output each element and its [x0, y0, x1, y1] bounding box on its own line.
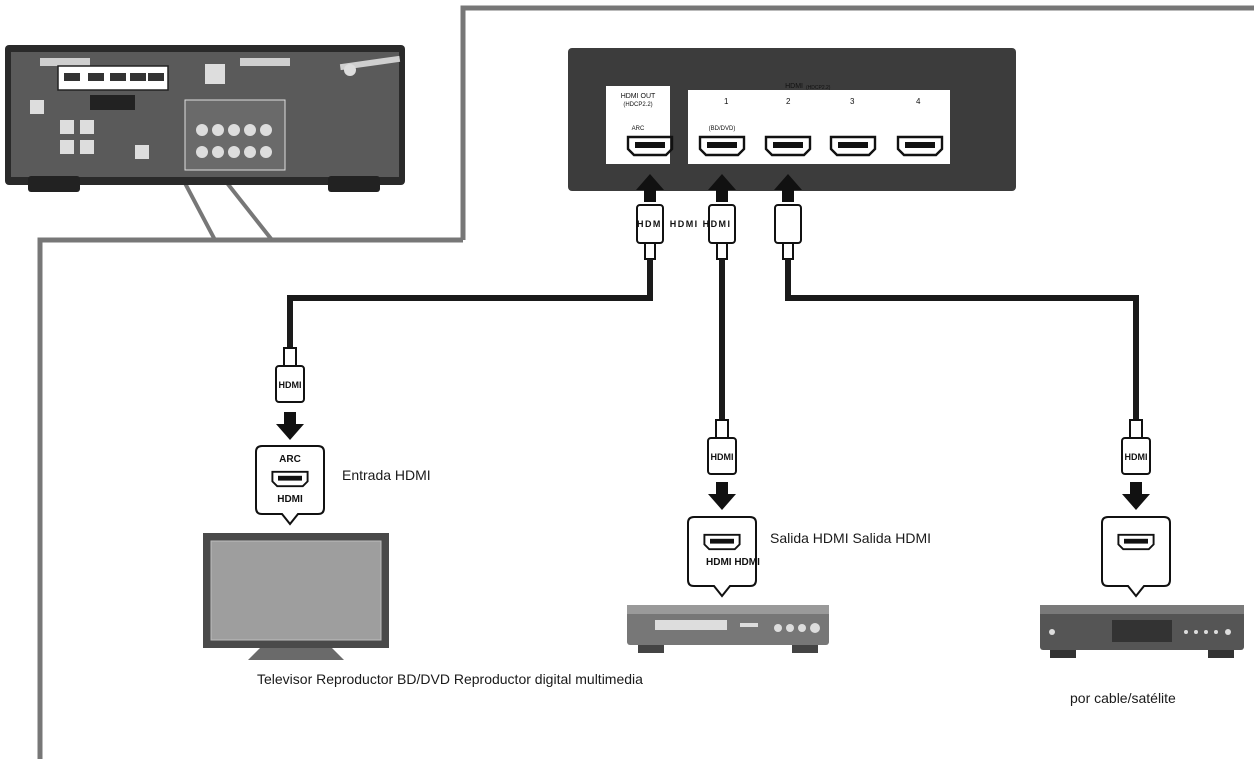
- media-hdmi-bubble: [1101, 516, 1171, 598]
- tv-bubble-arc: ARC: [279, 454, 301, 465]
- arc-label: ARC: [632, 126, 645, 132]
- port-number-4: 4: [916, 97, 921, 106]
- plug-label-bd: HDMI: [711, 452, 734, 462]
- port-number-2: 2: [786, 97, 791, 106]
- hdmi-in-label: HDMI: [785, 83, 803, 90]
- hdmi-plug-top-3: [774, 204, 802, 260]
- tv-input-label: Entrada HDMI: [342, 467, 431, 483]
- tv-hdmi-bubble: ARC HDMI: [255, 445, 325, 526]
- hdmi-plug-bd: HDMI: [707, 419, 737, 475]
- receiver-rear-thumbnail: [5, 45, 405, 192]
- hdmi-plug-top-1: [636, 204, 664, 260]
- arrow-down-icon: [708, 482, 736, 510]
- arrow-down-icon: [276, 412, 304, 440]
- bd-output-label: Salida HDMI Salida HDMI: [770, 530, 932, 546]
- hdmi-out-label: HDMI OUT: [621, 93, 656, 100]
- hdmi-in-sub: (HDCP2.2): [806, 85, 831, 91]
- top-plugs-label: HDMI HDMI HDMI: [637, 219, 730, 229]
- hdmi-panel: HDMI OUT (HDCP2.2) ARC HDMI (HDCP2.2) 1 …: [568, 48, 1016, 191]
- plug-label-media: HDMI: [1125, 452, 1148, 462]
- port-number-1: 1: [724, 97, 729, 106]
- tv-icon: [203, 533, 389, 660]
- hdmi-out-sub: (HDCP2.2): [623, 102, 652, 108]
- arrow-down-icon: [1122, 482, 1150, 510]
- hdmi-plug-top-2: [708, 204, 736, 260]
- plug-label-tv: HDMI: [279, 380, 302, 390]
- tv-bubble-hdmi: HDMI: [277, 494, 303, 505]
- hdmi-plug-tv: HDMI: [275, 347, 305, 403]
- media-player-icon: [1040, 605, 1244, 658]
- cables: [287, 259, 1139, 420]
- bd-bubble-hdmi: HDMI HDMI: [706, 557, 760, 568]
- port1-tag: (BD/DVD): [709, 126, 736, 132]
- devices-caption: Televisor Reproductor BD/DVD Reproductor…: [257, 671, 643, 687]
- cable-sat-caption: por cable/satélite: [1070, 690, 1176, 706]
- bd-hdmi-bubble: HDMI HDMI: [687, 516, 760, 598]
- port-number-3: 3: [850, 97, 855, 106]
- bd-player-icon: [627, 605, 829, 653]
- hdmi-plug-media: HDMI: [1121, 419, 1151, 475]
